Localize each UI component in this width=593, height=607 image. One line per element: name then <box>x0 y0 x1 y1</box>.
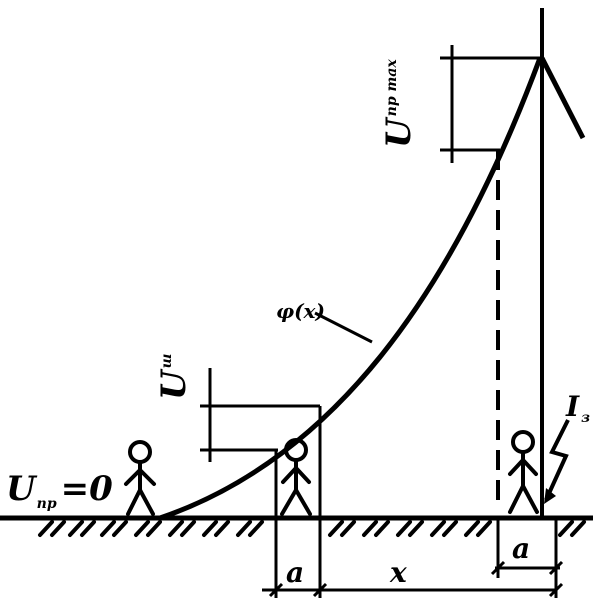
bottom-dimensions <box>262 566 560 592</box>
peak-tail <box>539 56 586 140</box>
ground-hatching <box>38 520 586 537</box>
person-middle-icon <box>280 438 312 516</box>
potential-curve <box>159 57 543 521</box>
dim-a-right-label: a <box>512 532 530 565</box>
dim-a-left-label: a <box>286 556 304 589</box>
u-step-dimension <box>200 368 320 462</box>
person-left-icon <box>124 440 156 516</box>
u-max-dimension <box>440 45 542 163</box>
lightning-bolt-icon <box>544 419 570 501</box>
dim-x-label: x <box>389 556 407 589</box>
u-zero-label: Uпр=0 <box>6 469 113 512</box>
u-step-label: Uш <box>154 353 194 400</box>
person-right-icon <box>508 430 539 514</box>
lightning-arrowhead <box>544 488 556 504</box>
curve-label: φ(x) <box>276 299 325 323</box>
curve-label-pointer <box>314 311 373 344</box>
step-frame <box>274 406 322 598</box>
u-max-label: Uпр max <box>379 59 419 148</box>
dimension-ticks <box>268 560 564 598</box>
